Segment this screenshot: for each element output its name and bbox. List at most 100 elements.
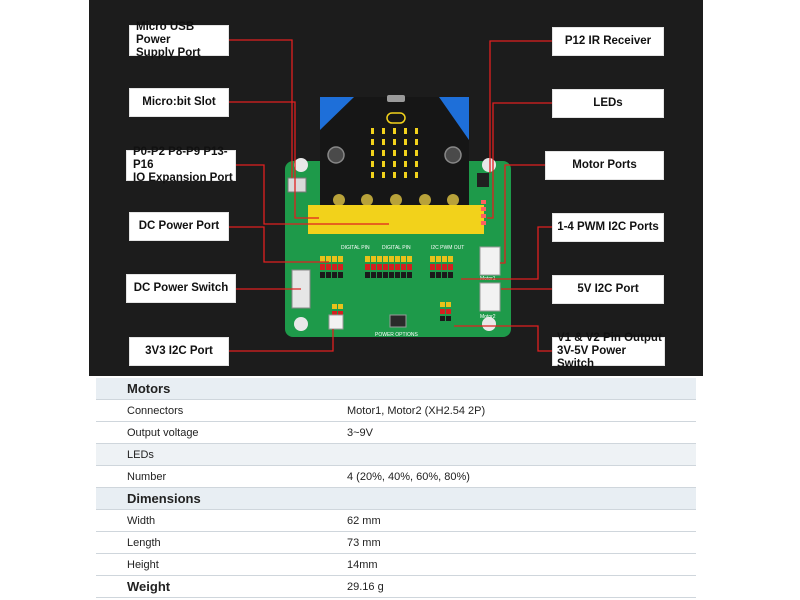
led-dot-icon [415,161,418,167]
led-dot-icon [393,161,396,167]
header-label-digital-2: DIGITAL PIN [382,245,411,251]
header-pin-icon [338,264,343,270]
led-icon [481,214,486,218]
pad-icon [361,194,373,206]
spec-value: 73 mm [347,537,381,549]
header-pin-icon [371,256,376,262]
spec-label: Number [127,471,167,483]
spec-section-row: Dimensions [96,488,696,510]
led-dot-icon [382,139,385,145]
callout-dc-power-port: DC Power Port [129,212,229,241]
led-icon [481,200,486,204]
leader-dc-port [228,226,329,263]
spec-label: LEDs [127,449,154,461]
mount-hole [294,317,308,331]
leader-motors [500,164,545,264]
led-dot-icon [382,161,385,167]
led-dot-icon [404,161,407,167]
led-dot-icon [404,128,407,134]
spec-value: 4 (20%, 40%, 60%, 80%) [347,471,470,483]
header-pin-icon [448,264,453,270]
header-pin-icon [326,264,331,270]
spec-value: 14mm [347,559,378,571]
header-pin-icon [383,256,388,262]
led-dot-icon [371,139,374,145]
usb-port-icon [287,177,307,193]
spec-row: LEDs [96,444,696,466]
header-pin-icon [448,272,453,278]
led-dot-icon [371,172,374,178]
edge-connector-slot [308,205,484,234]
spec-value: 62 mm [347,515,381,527]
led-dot-icon [415,128,418,134]
power-options-label: POWER OPTIONS [375,332,418,338]
header-pin-icon [377,256,382,262]
header-pin-icon [407,272,412,278]
leader-usb [228,39,293,178]
mount-hole [482,317,496,331]
header-pin-icon [389,272,394,278]
header-pin-icon [326,256,331,262]
header-pin-icon [332,256,337,262]
header-pin-icon [365,256,370,262]
callout-micro-usb: Micro USB Power Supply Port [129,21,229,59]
header-pin-icon [338,256,343,262]
header-pin-icon [401,256,406,262]
header-pin-icon [389,256,394,262]
pad-icon [390,194,402,206]
callout-5v-i2c: 5V I2C Port [552,275,664,304]
header-pin-icon [446,316,451,321]
header-pin-icon [320,264,325,270]
callout-dc-power-switch: DC Power Switch [126,274,236,303]
header-pin-icon [395,264,400,270]
header-pin-icon [332,272,337,278]
header-pin-icon [442,256,447,262]
motor2-label: Motor2 [480,314,496,320]
spec-value: 3~9V [347,427,373,439]
motor-port-2-icon [479,282,501,312]
header-pin-icon [383,272,388,278]
led-dot-icon [393,139,396,145]
header-pin-icon [436,264,441,270]
microbit-usb [387,95,405,102]
spec-label: Output voltage [127,427,199,439]
spec-label: Dimensions [127,491,201,506]
header-pin-icon [320,272,325,278]
header-pin-icon [332,311,337,316]
power-switch-icon [389,314,407,328]
header-pin-icon [395,256,400,262]
led-dot-icon [382,128,385,134]
spec-label: Connectors [127,405,184,417]
leader-pwm [461,226,552,280]
pad-icon [447,194,459,206]
spec-row: Number 4 (20%, 40%, 60%, 80%) [96,466,696,488]
header-pin-icon [442,272,447,278]
header-pin-icon [338,272,343,278]
header-pin-icon [377,272,382,278]
spec-row: Output voltage 3~9V [96,422,696,444]
header-pin-icon [371,264,376,270]
led-dot-icon [382,172,385,178]
led-dot-icon [393,128,396,134]
microbit-logo-icon [386,112,406,124]
led-icon [481,221,486,225]
spec-label: Width [127,515,156,527]
mount-hole [294,158,308,172]
header-pin-icon [436,256,441,262]
led-dot-icon [415,172,418,178]
callout-io-expansion: P0-P2 P8-P9 P13-P16 IO Expansion Port [126,146,236,184]
header-pin-icon [407,264,412,270]
header-pin-icon [389,264,394,270]
button-b-icon [444,146,462,164]
callout-leds: LEDs [552,89,664,118]
header-pin-icon [395,272,400,278]
pad-icon [419,194,431,206]
microbit-accent-left [320,97,354,130]
leader-slot [228,101,319,219]
header-pin-icon [377,264,382,270]
leader-3v3 [228,329,334,352]
